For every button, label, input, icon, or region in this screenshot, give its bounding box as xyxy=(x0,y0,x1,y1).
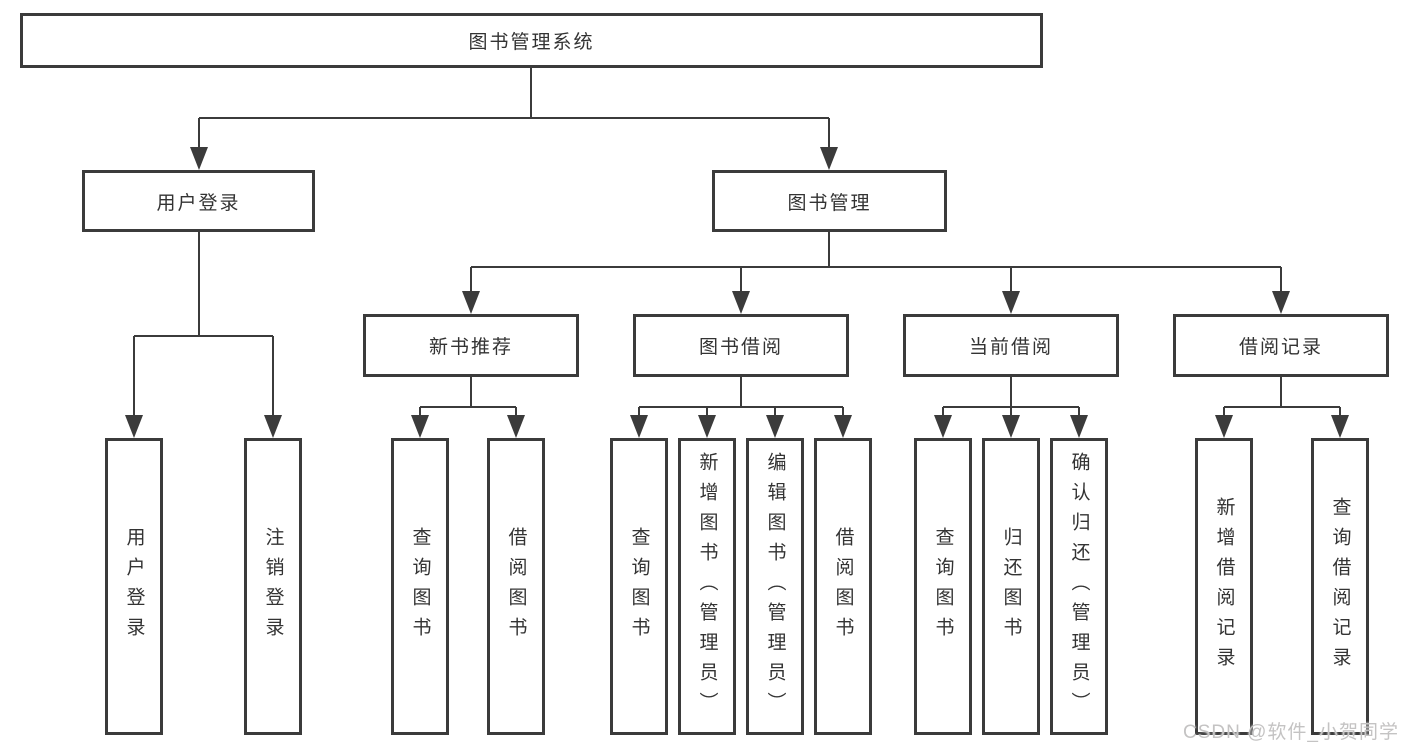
connector-newbook-to-leaves xyxy=(411,377,525,438)
node-new-book-recommend: 新书推荐 xyxy=(363,314,579,377)
leaf-bb-edit-book-admin: 编辑图书（管理员） xyxy=(746,438,804,735)
connector-userlogin-to-leaves xyxy=(125,232,282,438)
leaf-br-query-record: 查询借阅记录 xyxy=(1311,438,1369,735)
leaf-bb-add-book-admin: 新增图书（管理员） xyxy=(678,438,736,735)
leaf-cb-confirm-return-admin: 确认归还（管理员） xyxy=(1050,438,1108,735)
leaf-nbr-borrow-books: 借阅图书 xyxy=(487,438,545,735)
connector-records-to-leaves xyxy=(1215,377,1349,438)
connector-bookborrow-to-leaves xyxy=(630,377,852,438)
node-current-borrowing: 当前借阅 xyxy=(903,314,1119,377)
connector-currentborrow-to-leaves xyxy=(934,377,1088,438)
node-book-management: 图书管理 xyxy=(712,170,947,232)
node-borrow-records: 借阅记录 xyxy=(1173,314,1389,377)
node-root: 图书管理系统 xyxy=(20,13,1043,68)
connector-bookmgmt-to-level3 xyxy=(462,232,1290,314)
connector-root-to-level2 xyxy=(190,68,838,170)
leaf-nbr-query-books: 查询图书 xyxy=(391,438,449,735)
leaf-cb-return-books: 归还图书 xyxy=(982,438,1040,735)
node-book-borrowing: 图书借阅 xyxy=(633,314,849,377)
leaf-br-add-record: 新增借阅记录 xyxy=(1195,438,1253,735)
leaf-logout: 注销登录 xyxy=(244,438,302,735)
node-user-login: 用户登录 xyxy=(82,170,315,232)
leaf-user-login: 用户登录 xyxy=(105,438,163,735)
leaf-bb-query-books: 查询图书 xyxy=(610,438,668,735)
leaf-cb-query-books: 查询图书 xyxy=(914,438,972,735)
csdn-watermark: CSDN @软件_小贺同学 xyxy=(1183,722,1399,743)
leaf-bb-borrow-books: 借阅图书 xyxy=(814,438,872,735)
